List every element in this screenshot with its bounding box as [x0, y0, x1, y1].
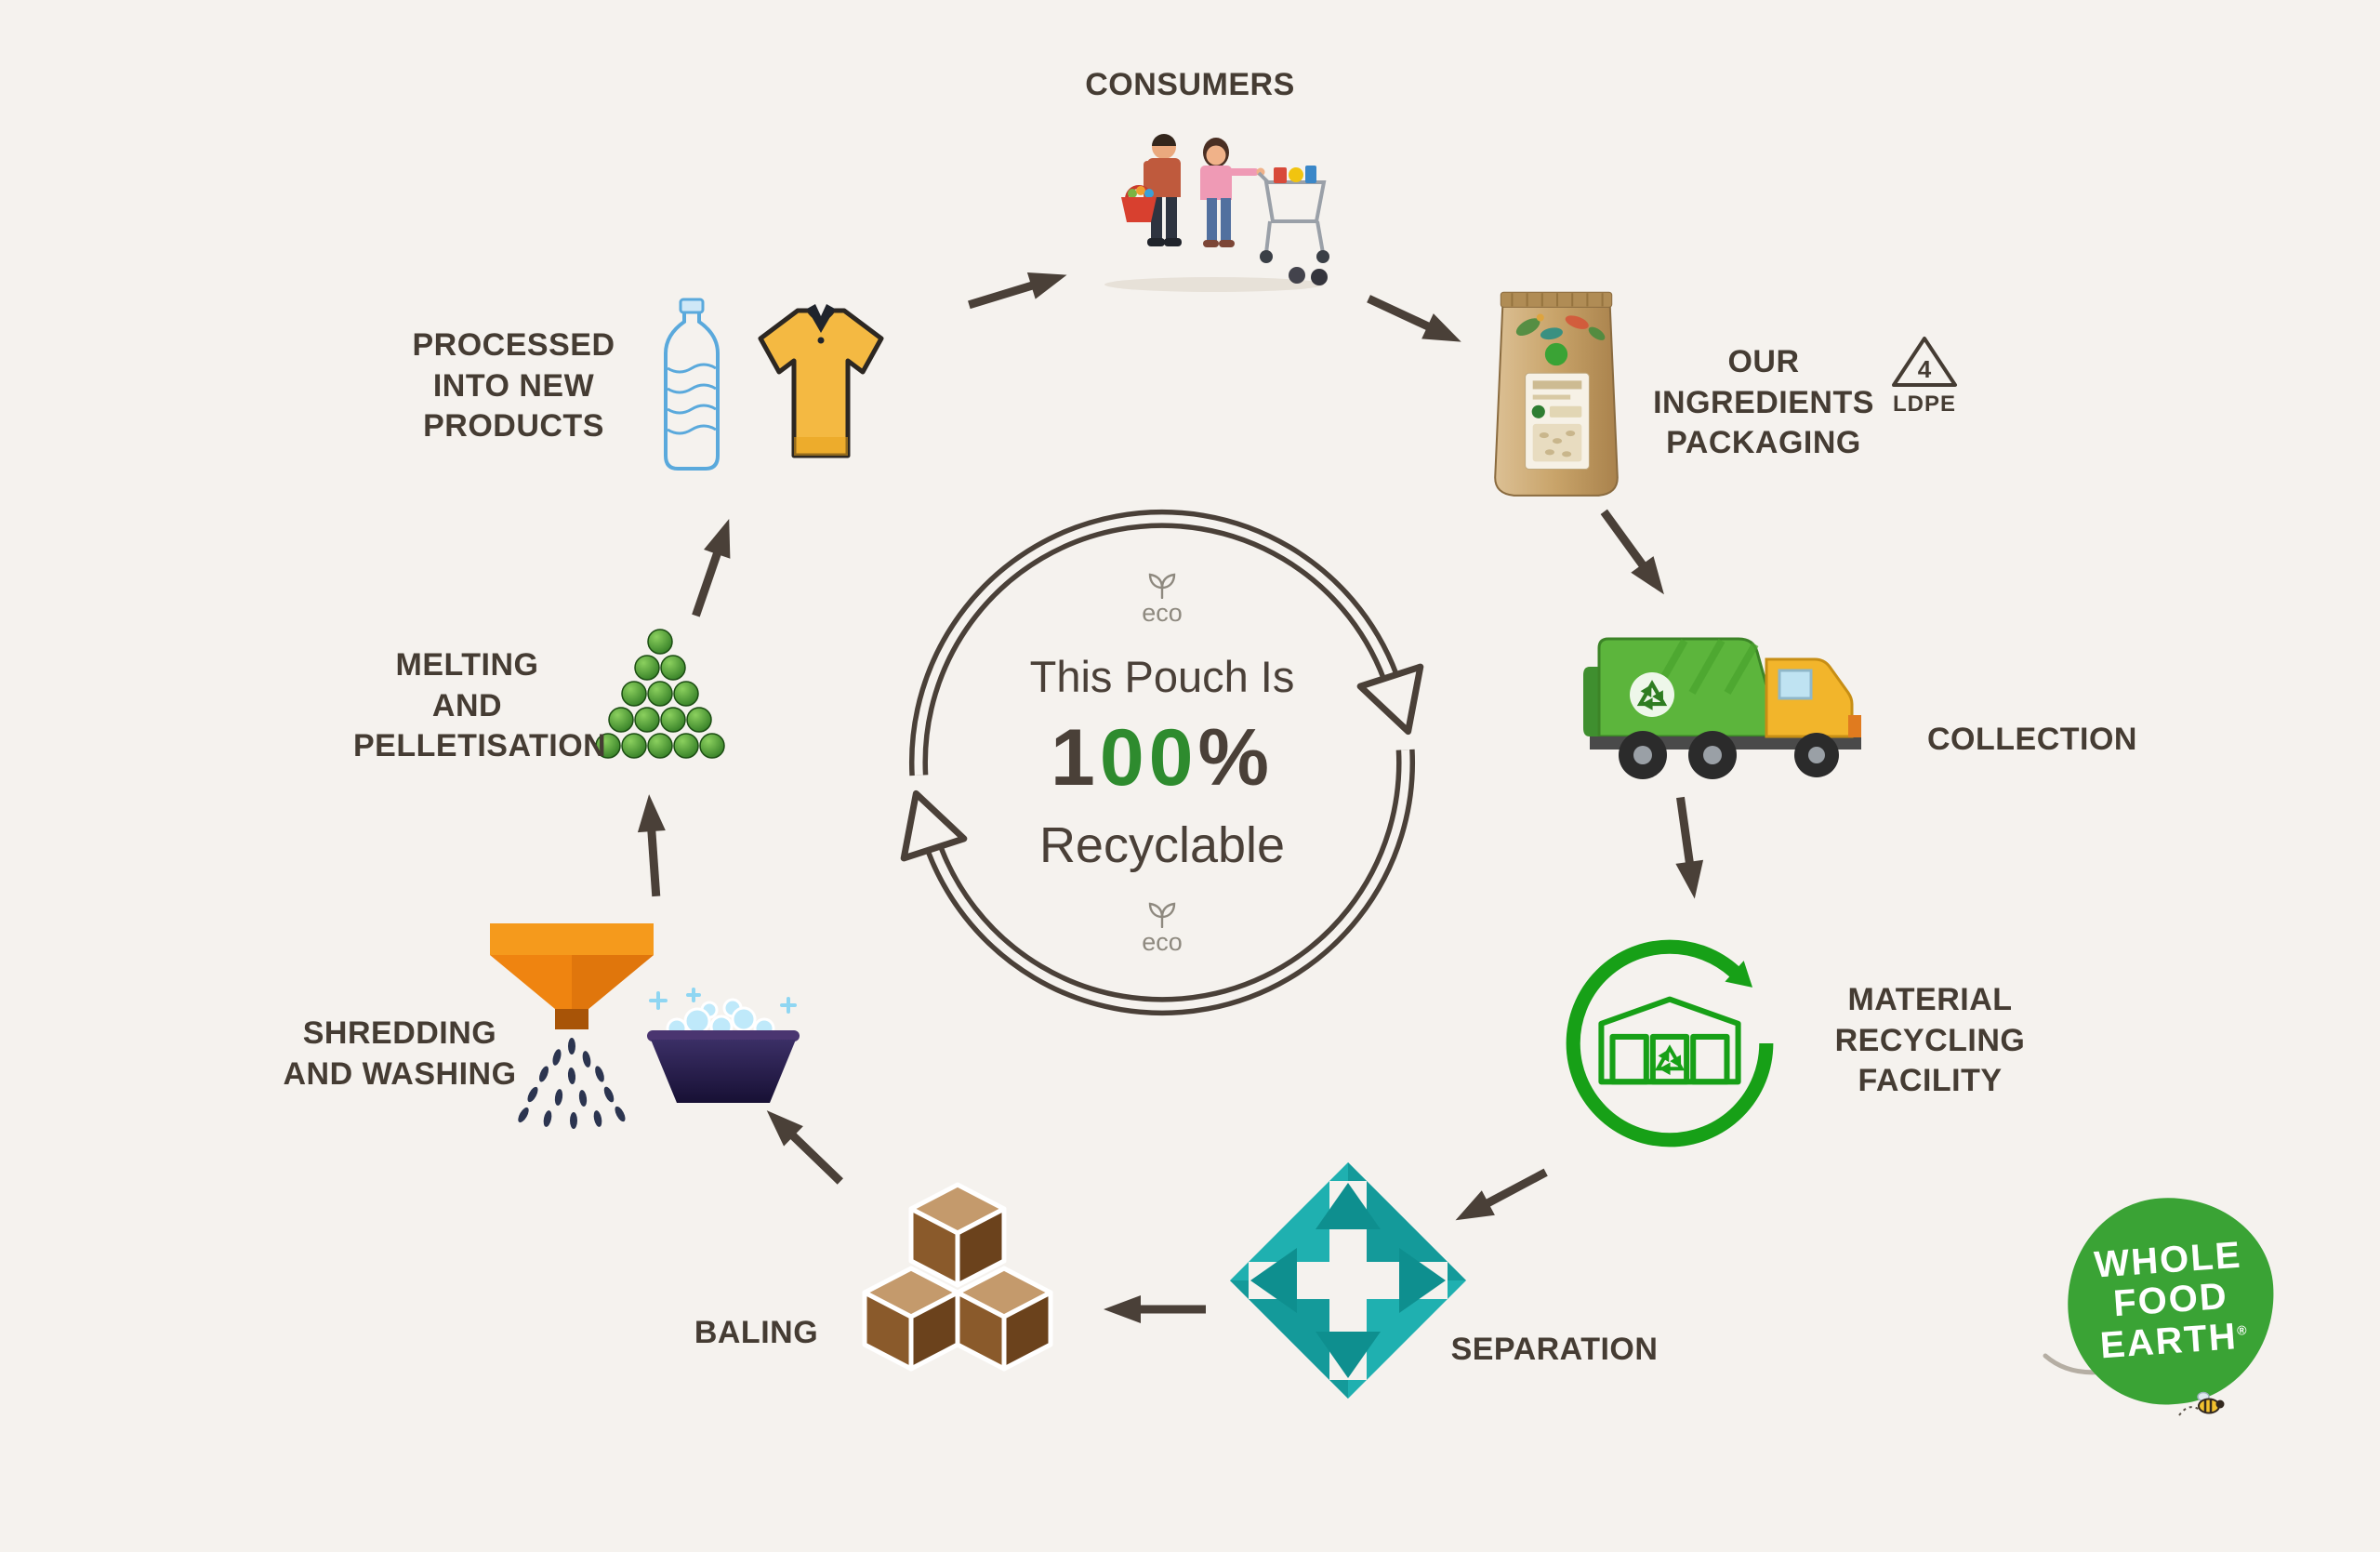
eco-mark-top: eco [883, 571, 1441, 628]
separation-icon [1223, 1155, 1474, 1406]
label-mrf: MATERIAL RECYCLING FACILITY [1834, 982, 2026, 1099]
resin-code-ldpe: 4 LDPE [1880, 333, 1969, 418]
eco-leaf-icon [1148, 902, 1176, 928]
bee-icon [2175, 1386, 2226, 1425]
garbage-truck-icon [1573, 601, 1889, 798]
tshirt-icon [742, 288, 900, 465]
shredder-funnel-icon [479, 916, 665, 1148]
label-separation: SEPARATION [1450, 1332, 1659, 1367]
label-packaging: OUR INGREDIENTS PACKAGING [1653, 344, 1874, 461]
label-melting: MELTING AND PELLETISATION [353, 647, 607, 764]
eco-text: eco [1142, 599, 1183, 627]
arrow-melting-to-products [677, 510, 748, 627]
center-line3: Recyclable [1038, 817, 1286, 873]
label-processed: PROCESSED INTO NEW PRODUCTS [412, 327, 615, 444]
pellets-icon [576, 619, 744, 773]
label-shredding: SHREDDING AND WASHING [283, 1015, 517, 1092]
resin-number: 4 [1918, 355, 1932, 383]
recycling-triangle-icon: 4 [1892, 337, 1957, 387]
eco-leaf-icon [1148, 573, 1176, 599]
arrow-consumers-to-packaging [1355, 280, 1473, 361]
label-consumers: CONSUMERS [1085, 67, 1295, 102]
recycling-facility-icon [1553, 926, 1787, 1161]
washing-basin-icon [640, 988, 807, 1108]
arrow-baling-to-shredding [751, 1094, 857, 1199]
center-percent: 100% [1051, 713, 1274, 803]
center-line1: This Pouch Is [1029, 652, 1295, 701]
arrow-collection-to-mrf [1661, 789, 1713, 905]
water-bottle-icon [654, 296, 729, 477]
eco-mark-bottom: eco [883, 900, 1441, 957]
label-collection: COLLECTION [1927, 722, 2137, 757]
arrow-packaging-to-collection [1586, 497, 1682, 609]
eco-text: eco [1142, 928, 1183, 956]
registered-mark: ® [2236, 1321, 2247, 1338]
baling-cubes-icon [837, 1172, 1078, 1390]
arrow-products-to-consumers [959, 256, 1076, 324]
cycle-ring-icon [900, 509, 1424, 1016]
arrow-mrf-to-separation [1444, 1153, 1560, 1239]
resin-label: LDPE [1892, 391, 1956, 417]
pouch-icon [1486, 275, 1627, 506]
arrow-washing-to-melting [630, 789, 675, 903]
center-cycle: eco This Pouch Is 100% Recyclable eco [883, 484, 1441, 1041]
consumers-illustration [1075, 112, 1354, 298]
arrow-separation-to-baling [1100, 1291, 1211, 1328]
logo-line-3: EARTH® [2098, 1315, 2247, 1366]
label-baling: BALING [694, 1315, 819, 1350]
